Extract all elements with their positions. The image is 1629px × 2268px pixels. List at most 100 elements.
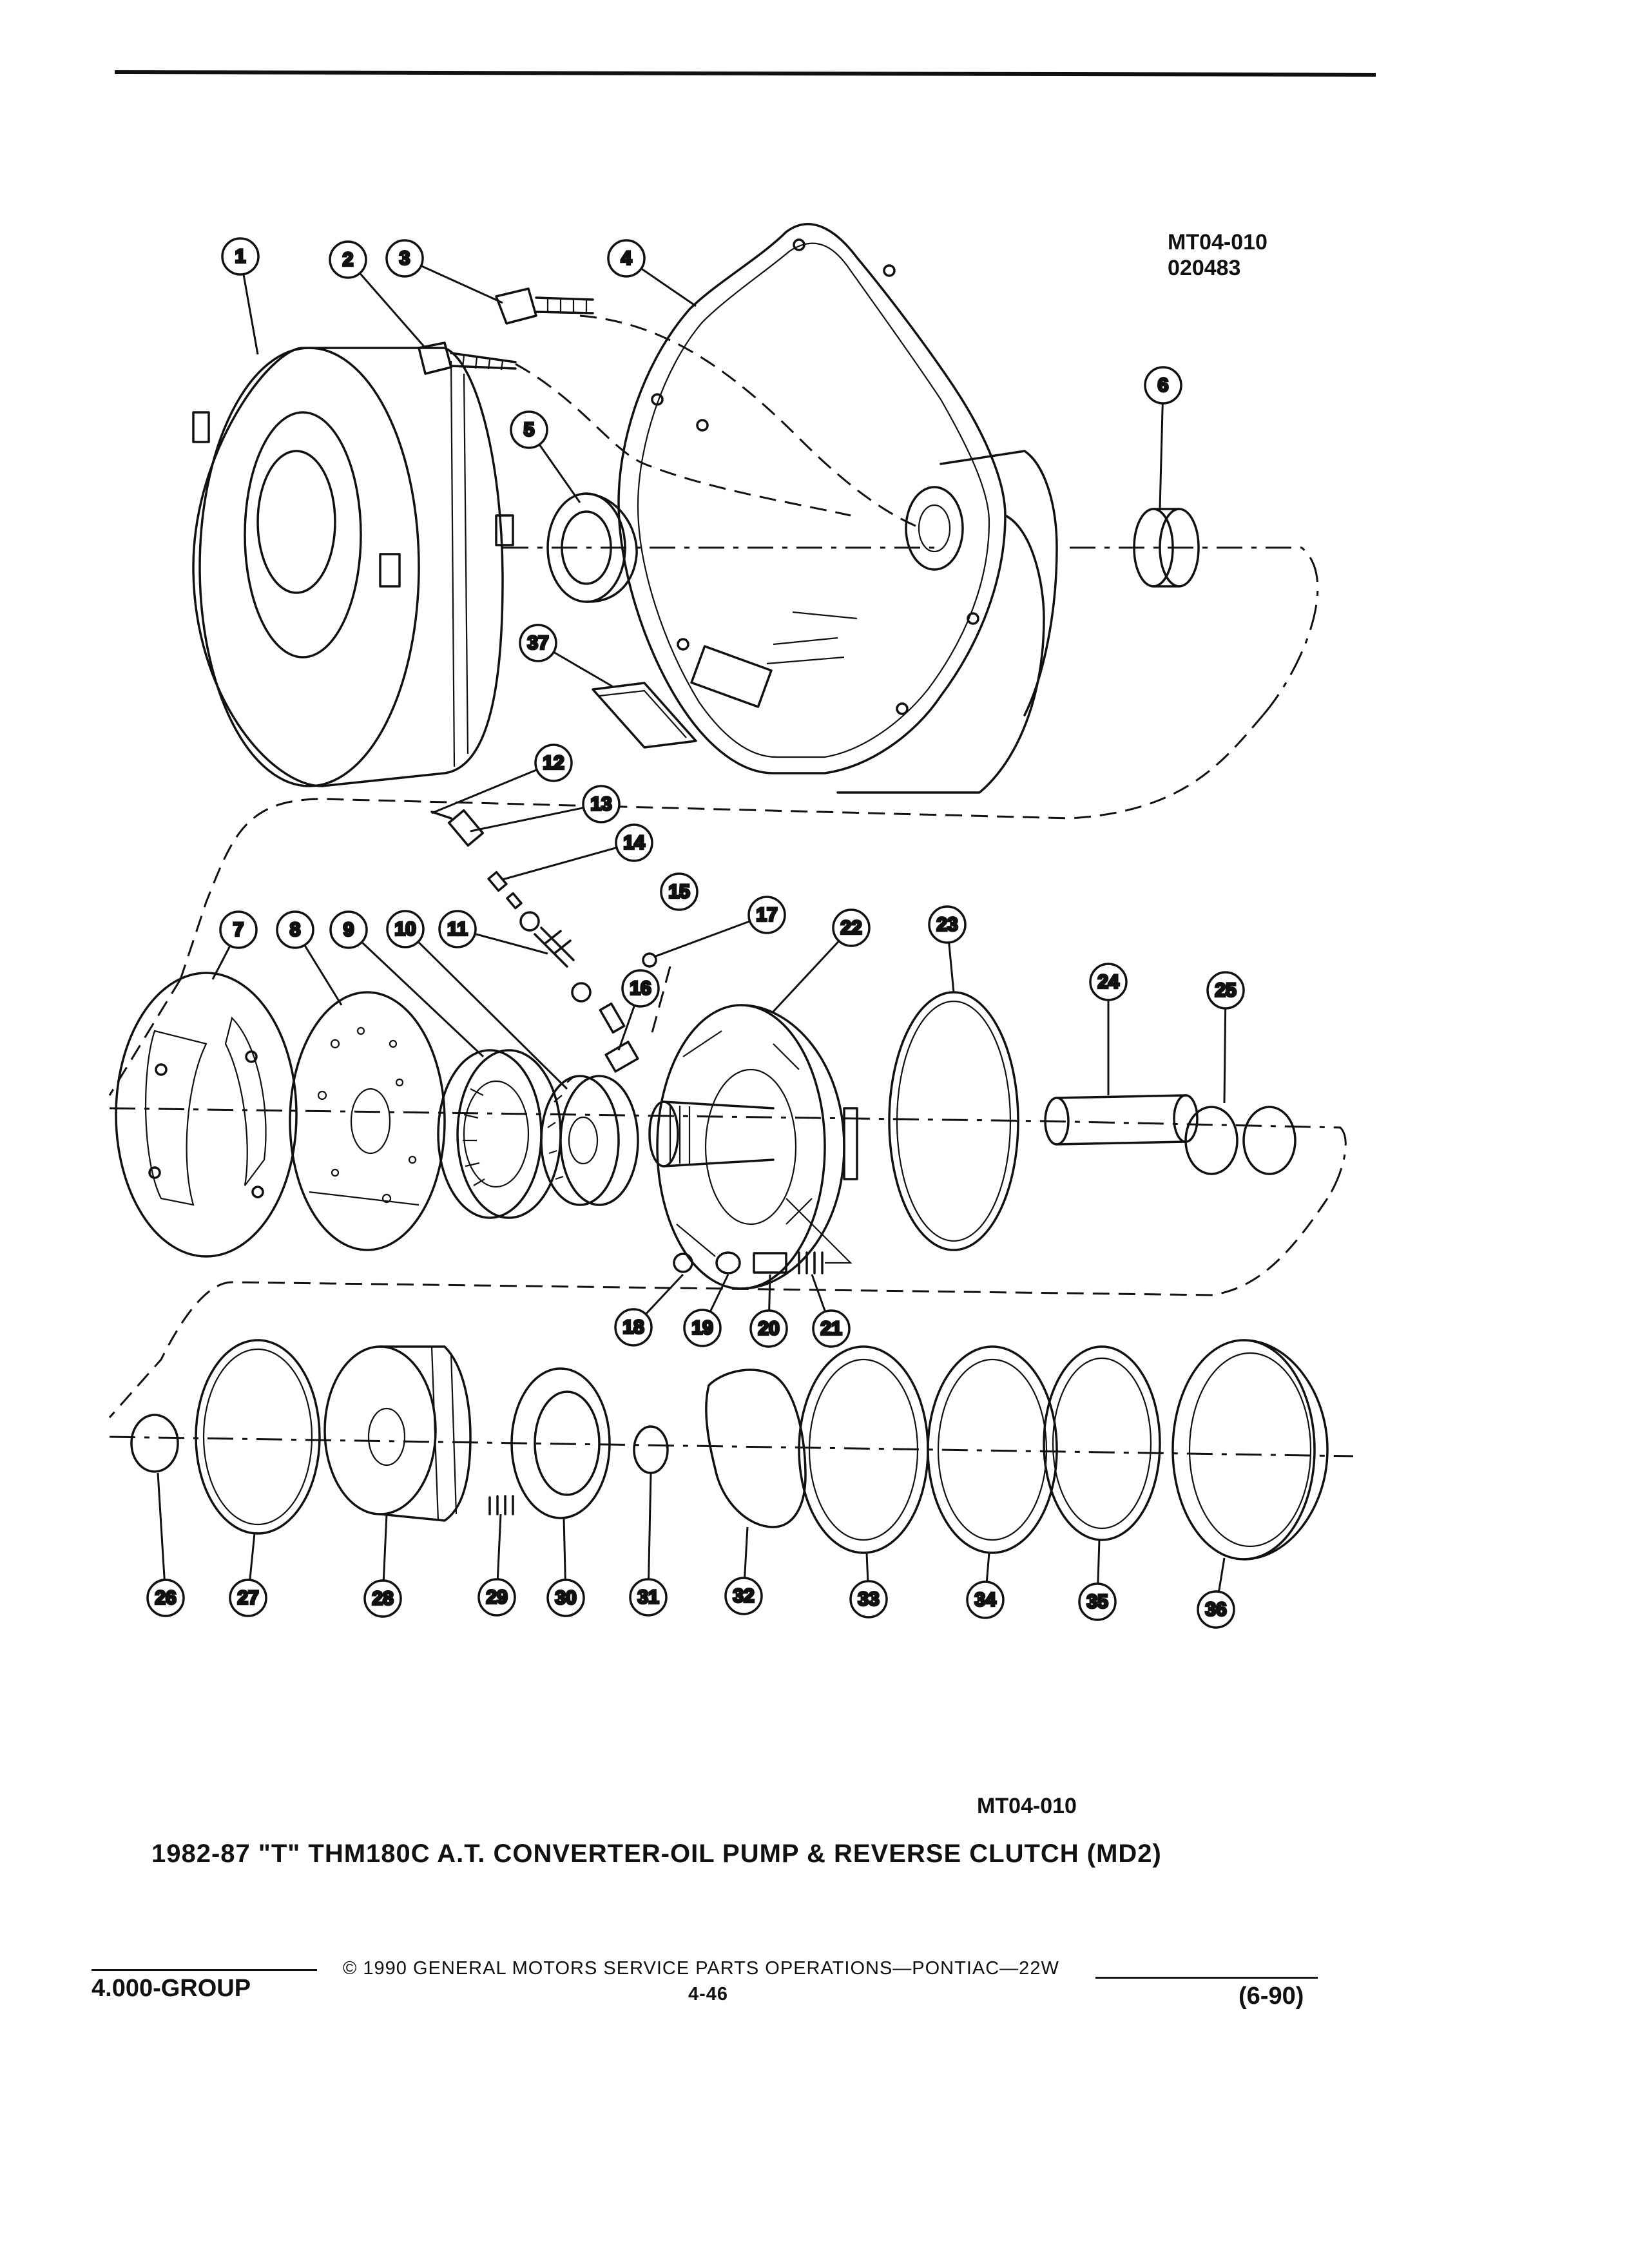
- callout-circle-5: [510, 410, 548, 449]
- callout-circle-26: [146, 1579, 185, 1617]
- callout-number-25: 25: [1215, 980, 1236, 1001]
- backing-plate: [1043, 1345, 1161, 1541]
- callout-number-37: 37: [527, 633, 548, 654]
- callout-circle-31: [629, 1578, 668, 1617]
- callout-1: 1: [221, 237, 260, 355]
- callout-circle-29: [477, 1578, 516, 1617]
- figure-ref-code: MT04-010: [1168, 230, 1268, 255]
- callout-16: 16: [617, 969, 660, 1051]
- callout-number-7: 7: [233, 919, 244, 941]
- reverse-clutch-housing: [1171, 1339, 1329, 1561]
- callout-circle-15: [660, 872, 699, 911]
- callout-circle-25: [1206, 971, 1245, 1010]
- callout-leader-6: [1159, 385, 1164, 510]
- callout-circle-17: [747, 896, 786, 934]
- callout-32: 32: [724, 1526, 763, 1615]
- callout-4: 4: [607, 239, 697, 307]
- callout-leader-12: [431, 762, 554, 814]
- callout-leader-10: [404, 928, 568, 1090]
- pump-inner-gear: [540, 1075, 639, 1206]
- piston-spring: [488, 1495, 514, 1515]
- callout-number-12: 12: [543, 753, 564, 774]
- footer-page: 4-46: [688, 1984, 729, 2004]
- callout-leader-13: [470, 803, 602, 832]
- callout-number-18: 18: [622, 1317, 644, 1338]
- clutch-plate-faced: [927, 1345, 1058, 1554]
- housing-bolt: [495, 287, 594, 325]
- oil-pump-body: [656, 1004, 858, 1290]
- callout-circle-10: [386, 910, 425, 948]
- callout-circle-14: [615, 823, 653, 862]
- callout-number-20: 20: [758, 1318, 779, 1340]
- callout-circle-12: [534, 744, 573, 782]
- callout-leader-26: [157, 1472, 167, 1599]
- callout-15: 15: [660, 872, 699, 911]
- callout-10: 10: [386, 910, 568, 1090]
- callout-27: 27: [229, 1533, 267, 1617]
- callout-17: 17: [653, 896, 786, 958]
- callout-number-6: 6: [1158, 375, 1169, 396]
- callout-19: 19: [683, 1274, 729, 1347]
- callout-circle-16: [621, 969, 660, 1008]
- callout-number-33: 33: [858, 1589, 879, 1610]
- callout-9: 9: [329, 910, 485, 1058]
- callout-leader-17: [653, 914, 767, 958]
- callout-number-36: 36: [1205, 1599, 1226, 1620]
- callout-11: 11: [438, 910, 548, 955]
- callout-number-4: 4: [621, 248, 632, 269]
- callout-18: 18: [614, 1273, 684, 1347]
- callout-circle-30: [546, 1579, 585, 1617]
- callout-circle-2: [329, 240, 367, 279]
- thrust-washer: [130, 1414, 179, 1473]
- callout-number-24: 24: [1097, 972, 1119, 993]
- callout-8: 8: [276, 910, 343, 1006]
- callout-37: 37: [519, 624, 613, 687]
- callout-28: 28: [363, 1514, 402, 1618]
- callout-number-23: 23: [936, 914, 958, 936]
- figure-ref-bottom: MT04-010: [977, 1794, 1077, 1818]
- torque-converter: [192, 347, 514, 787]
- callout-circle-1: [221, 237, 260, 276]
- callout-circle-37: [519, 624, 557, 662]
- callout-circle-36: [1197, 1590, 1235, 1629]
- footer-date: (6-90): [1239, 1983, 1304, 2010]
- valve-stack: [447, 809, 639, 1073]
- callout-number-10: 10: [394, 919, 416, 940]
- callout-circle-19: [683, 1309, 722, 1347]
- callout-14: 14: [502, 823, 653, 881]
- callout-circle-6: [1144, 366, 1182, 405]
- pump-plate: [289, 991, 446, 1251]
- callout-31: 31: [629, 1472, 668, 1617]
- callout-25: 25: [1206, 971, 1245, 1104]
- callout-circle-35: [1078, 1582, 1117, 1621]
- callout-number-31: 31: [637, 1587, 659, 1608]
- callout-number-13: 13: [590, 794, 612, 815]
- stator-sleeve: [1044, 1094, 1199, 1146]
- callout-number-28: 28: [372, 1588, 393, 1610]
- spring-retainer: [510, 1367, 611, 1519]
- piston-seal: [195, 1339, 321, 1535]
- snap-rings: [1184, 1106, 1296, 1175]
- callout-29: 29: [477, 1514, 516, 1617]
- callout-13: 13: [470, 785, 621, 832]
- callout-number-32: 32: [733, 1586, 754, 1607]
- callout-number-15: 15: [668, 881, 689, 903]
- callout-number-16: 16: [630, 978, 651, 999]
- callout-23: 23: [928, 905, 967, 993]
- callout-leader-31: [647, 1472, 652, 1598]
- callout-30: 30: [546, 1517, 585, 1617]
- callout-circle-34: [966, 1581, 1005, 1619]
- callout-circle-9: [329, 910, 368, 949]
- callout-circle-3: [385, 239, 424, 278]
- callout-number-21: 21: [820, 1318, 842, 1340]
- callout-number-8: 8: [290, 919, 301, 941]
- callout-number-14: 14: [623, 832, 645, 854]
- reverse-clutch-piston: [323, 1345, 472, 1522]
- callout-number-26: 26: [155, 1588, 176, 1609]
- callout-34: 34: [966, 1552, 1005, 1619]
- cushion-spring: [705, 1369, 807, 1528]
- check-ball: [642, 952, 657, 968]
- callout-number-9: 9: [343, 919, 354, 941]
